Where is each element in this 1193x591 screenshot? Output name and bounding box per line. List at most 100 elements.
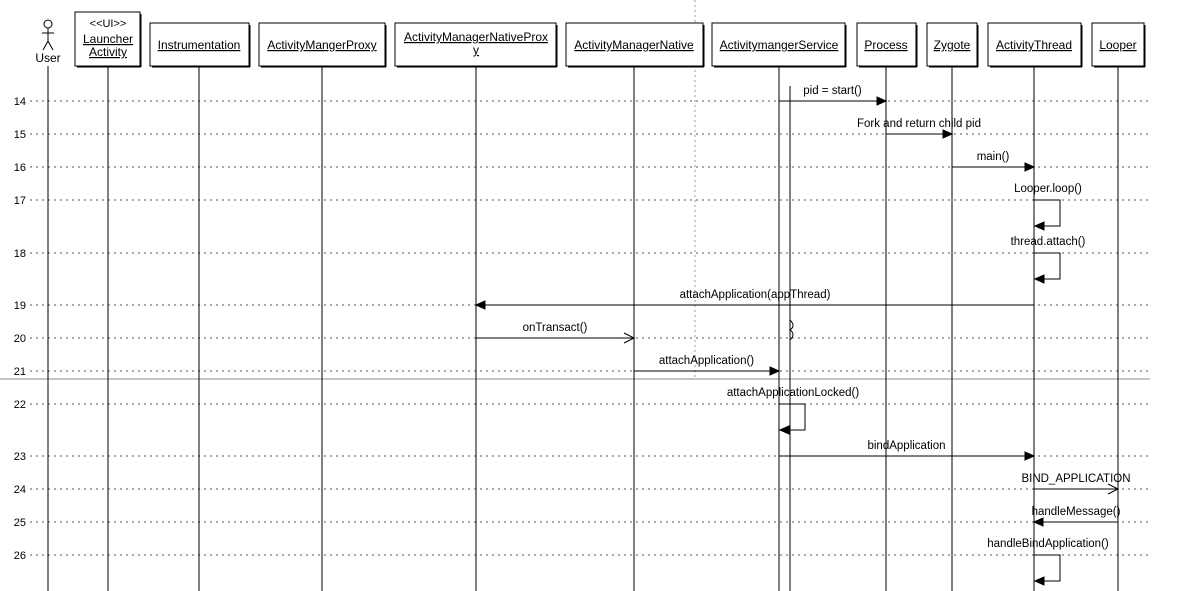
participant-box bbox=[149, 22, 250, 67]
arrowhead-icon bbox=[1033, 221, 1045, 231]
user-actor: User bbox=[35, 19, 61, 65]
participant-label: Zygote bbox=[934, 38, 971, 52]
participant-label: Activity bbox=[89, 45, 127, 59]
message-label: Looper.loop() bbox=[1014, 183, 1082, 195]
participant-label: Process bbox=[864, 38, 907, 52]
message-label: attachApplicationLocked() bbox=[727, 387, 859, 399]
message-label: attachApplication(appThread) bbox=[680, 289, 831, 301]
row-number: 16 bbox=[14, 162, 26, 174]
participant-instrumentation: Instrumentation bbox=[149, 22, 251, 68]
self-call-line bbox=[1034, 199, 1061, 227]
message-label: attachApplication() bbox=[659, 355, 754, 367]
row-number: 19 bbox=[14, 300, 26, 312]
participant-box bbox=[565, 22, 704, 67]
participant-label: Launcher bbox=[83, 32, 133, 46]
arrowhead-icon bbox=[1024, 451, 1036, 461]
row-number: 25 bbox=[14, 517, 26, 529]
arrowhead-icon bbox=[1107, 483, 1120, 495]
activation-break-mark bbox=[789, 319, 794, 341]
arrowhead-icon bbox=[623, 332, 636, 344]
row-number: 23 bbox=[14, 451, 26, 463]
message-label: thread.attach() bbox=[1011, 236, 1086, 248]
message-attachlocked: attachApplicationLocked() bbox=[727, 387, 859, 435]
participant-label: ActivityManagerNativeProx bbox=[404, 30, 548, 44]
participant-amnative: ActivityManagerNative bbox=[565, 22, 705, 68]
arrowhead-icon bbox=[778, 425, 790, 435]
message-ontransact: onTransact() bbox=[476, 322, 636, 344]
self-call-line bbox=[1034, 554, 1061, 582]
message-bindmsg: BIND_APPLICATION bbox=[1021, 473, 1131, 495]
message-bindapp: bindApplication bbox=[779, 440, 1036, 461]
row-number: 14 bbox=[14, 96, 26, 108]
participant-amproxy: ActivityMangerProxy bbox=[258, 22, 387, 68]
participant-label: ActivityThread bbox=[996, 38, 1072, 52]
participant-label: Looper bbox=[1099, 38, 1136, 52]
arrowhead-icon bbox=[1033, 576, 1045, 586]
message-handlebind: handleBindApplication() bbox=[987, 538, 1109, 586]
row-number: 15 bbox=[14, 129, 26, 141]
participant-zygote: Zygote bbox=[926, 22, 979, 68]
message-threadattach: thread.attach() bbox=[1011, 236, 1086, 284]
participant-label: ActivityMangerProxy bbox=[267, 38, 376, 52]
arrowhead-icon bbox=[769, 366, 781, 376]
message-attachapp2: attachApplication() bbox=[634, 355, 781, 376]
participant-amservice: ActivitymangerService bbox=[711, 22, 847, 68]
arrowhead-icon bbox=[1032, 517, 1044, 527]
participant-process: Process bbox=[856, 22, 918, 68]
lifelines bbox=[47, 66, 1119, 591]
message-fork: Fork and return child pid bbox=[857, 118, 981, 139]
arrowhead-icon bbox=[942, 129, 954, 139]
actor-head-icon bbox=[43, 19, 53, 29]
participant-label: Instrumentation bbox=[158, 38, 241, 52]
arrowhead-icon bbox=[876, 96, 888, 106]
row-number: 18 bbox=[14, 248, 26, 260]
participant-label: ActivityManagerNative bbox=[574, 38, 694, 52]
participant-label: y bbox=[473, 43, 479, 57]
message-start: pid = start() bbox=[779, 85, 888, 106]
message-label: handleBindApplication() bbox=[987, 538, 1109, 550]
participant-label: ActivitymangerService bbox=[720, 38, 839, 52]
participant-box bbox=[926, 22, 978, 67]
actor-leg-icon bbox=[42, 40, 49, 51]
row-number: 21 bbox=[14, 366, 26, 378]
participant-box bbox=[394, 22, 557, 67]
messages: pid = start() Fork and return child pid ma… bbox=[474, 85, 1131, 586]
message-label: pid = start() bbox=[803, 85, 862, 97]
message-label: Fork and return child pid bbox=[857, 118, 981, 130]
participant-looper: Looper bbox=[1091, 22, 1146, 68]
row-guides: 14 15 16 17 18 19 20 21 22 23 24 25 26 bbox=[0, 0, 1150, 562]
participant-box bbox=[258, 22, 386, 67]
row-number: 17 bbox=[14, 195, 26, 207]
arrowhead-icon bbox=[1024, 162, 1036, 172]
actor-leg-icon bbox=[47, 40, 54, 51]
participant-box bbox=[987, 22, 1082, 67]
row-number: 20 bbox=[14, 333, 26, 345]
participant-box bbox=[1091, 22, 1145, 67]
row-number: 26 bbox=[14, 550, 26, 562]
message-label: onTransact() bbox=[523, 322, 588, 334]
message-attachapp: attachApplication(appThread) bbox=[474, 289, 1034, 310]
message-label: main() bbox=[977, 151, 1010, 163]
arrowhead-icon bbox=[1033, 274, 1045, 284]
message-main: main() bbox=[952, 151, 1036, 172]
message-looperloop: Looper.loop() bbox=[1014, 183, 1082, 231]
row-number: 24 bbox=[14, 484, 26, 496]
row-number: 22 bbox=[14, 399, 26, 411]
self-call-line bbox=[1034, 252, 1061, 280]
message-label: bindApplication bbox=[867, 440, 945, 452]
message-label: handleMessage() bbox=[1032, 506, 1121, 518]
actor-label: User bbox=[35, 51, 60, 65]
message-handlemsg: handleMessage() bbox=[1032, 506, 1121, 527]
arrowhead-icon bbox=[474, 300, 486, 310]
message-label: BIND_APPLICATION bbox=[1021, 473, 1130, 485]
participant-box bbox=[74, 11, 141, 67]
participant-stereotype: <<UI>> bbox=[90, 18, 127, 30]
participant-activitythread: ActivityThread bbox=[987, 22, 1083, 68]
self-call-line bbox=[779, 403, 806, 431]
participant-box bbox=[856, 22, 917, 67]
participant-box bbox=[711, 22, 846, 67]
